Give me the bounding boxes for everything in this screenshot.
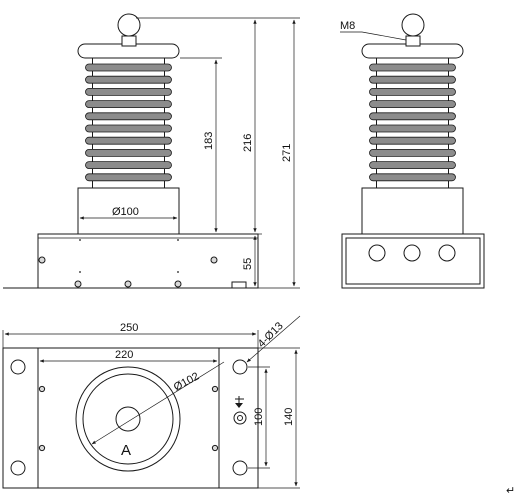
insulator-shed [85, 75, 172, 84]
base-bolt [38, 256, 46, 264]
plan-view: 250 220 Ø102 A 4-Ø13 [2, 315, 301, 489]
mounting-hole [10, 359, 26, 375]
ground-symbol [235, 396, 244, 408]
ground-terminal-inner [237, 415, 243, 421]
m8-leader-line [340, 31, 407, 41]
insulator-shed [369, 75, 456, 84]
insulator-shed [85, 124, 172, 133]
side-terminal-ball [401, 13, 425, 37]
base-bolt [174, 280, 182, 288]
insulator-shed [85, 136, 172, 145]
insulator-shed [85, 88, 172, 96]
plan-bolt [211, 385, 219, 393]
side-bushing-hole [368, 244, 386, 262]
insulator-shed [85, 112, 172, 121]
side-terminal-stud [405, 35, 421, 47]
dim-line-d102 [91, 361, 225, 445]
front-view: Ø100 183 216 55 271 [3, 13, 300, 289]
base-bolt [74, 280, 82, 288]
ground-terminal [231, 281, 247, 289]
dim-text-250: 250 [120, 322, 138, 334]
base-dots [79, 239, 179, 273]
dim-text-216: 216 [242, 134, 254, 152]
insulator-shed [369, 100, 456, 108]
dim-text-271: 271 [281, 144, 293, 162]
side-bushing-hole [403, 244, 421, 262]
mounting-hole [232, 359, 248, 375]
mounting-hole [232, 460, 248, 476]
dim-text-183: 183 [203, 132, 215, 150]
dim-line-hole [246, 315, 301, 363]
insulator-shed [369, 161, 456, 170]
plan-bolt [38, 385, 46, 393]
insulator-shed [85, 173, 172, 182]
front-base [37, 233, 259, 289]
side-lower-cylinder [361, 187, 464, 235]
insulator-shed [369, 148, 456, 157]
dim-text-140: 140 [283, 408, 295, 426]
base-bolt [124, 280, 132, 288]
m8-label: M8 [340, 20, 355, 32]
plan-bolt [211, 444, 219, 452]
corner-return-mark: ↵ [506, 485, 515, 497]
plan-bolt [38, 444, 46, 452]
dim-text-220: 220 [115, 349, 133, 361]
dim-text-100: 100 [253, 408, 265, 426]
insulator-shed [369, 112, 456, 121]
insulator-shed [85, 100, 172, 108]
insulator-shed [369, 124, 456, 133]
front-insulator-sheds [85, 57, 172, 189]
base-bolt [210, 256, 218, 264]
dim-text-d100: Ø100 [112, 206, 139, 218]
insulator-shed [369, 136, 456, 145]
mounting-hole [10, 460, 26, 476]
insulator-shed [85, 161, 172, 170]
dim-text-hole: 4-Ø13 [256, 320, 286, 350]
side-insulator-sheds [369, 57, 456, 189]
side-view: M8 [340, 13, 485, 289]
insulator-shed [85, 63, 172, 72]
front-terminal-stud [121, 35, 137, 47]
insulator-shed [85, 148, 172, 157]
insulator-shed [369, 88, 456, 96]
terminal-label-a: A [121, 442, 131, 459]
insulator-shed [369, 63, 456, 72]
insulator-shed [369, 173, 456, 182]
front-terminal-ball [117, 13, 141, 37]
side-bushing-hole [438, 244, 456, 262]
terminal-circle [115, 406, 141, 432]
dim-text-55: 55 [242, 258, 254, 270]
